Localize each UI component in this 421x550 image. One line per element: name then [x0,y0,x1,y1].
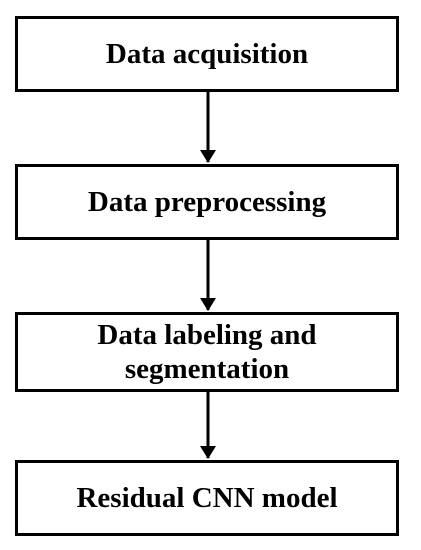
step-label: Data preprocessing [87,186,327,218]
step-residual-cnn-model: Residual CNN model [15,460,399,536]
step-label: Data labeling and segmentation [97,319,317,385]
step-label: Residual CNN model [76,482,338,514]
step-data-preprocessing: Data preprocessing [15,164,399,240]
arrowhead-1-to-2 [200,150,216,163]
step-data-labeling-segmentation: Data labeling and segmentation [15,312,399,392]
arrowhead-2-to-3 [200,298,216,311]
step-data-acquisition: Data acquisition [15,16,399,92]
arrowhead-3-to-4 [200,446,216,459]
step-label: Data acquisition [105,38,309,70]
